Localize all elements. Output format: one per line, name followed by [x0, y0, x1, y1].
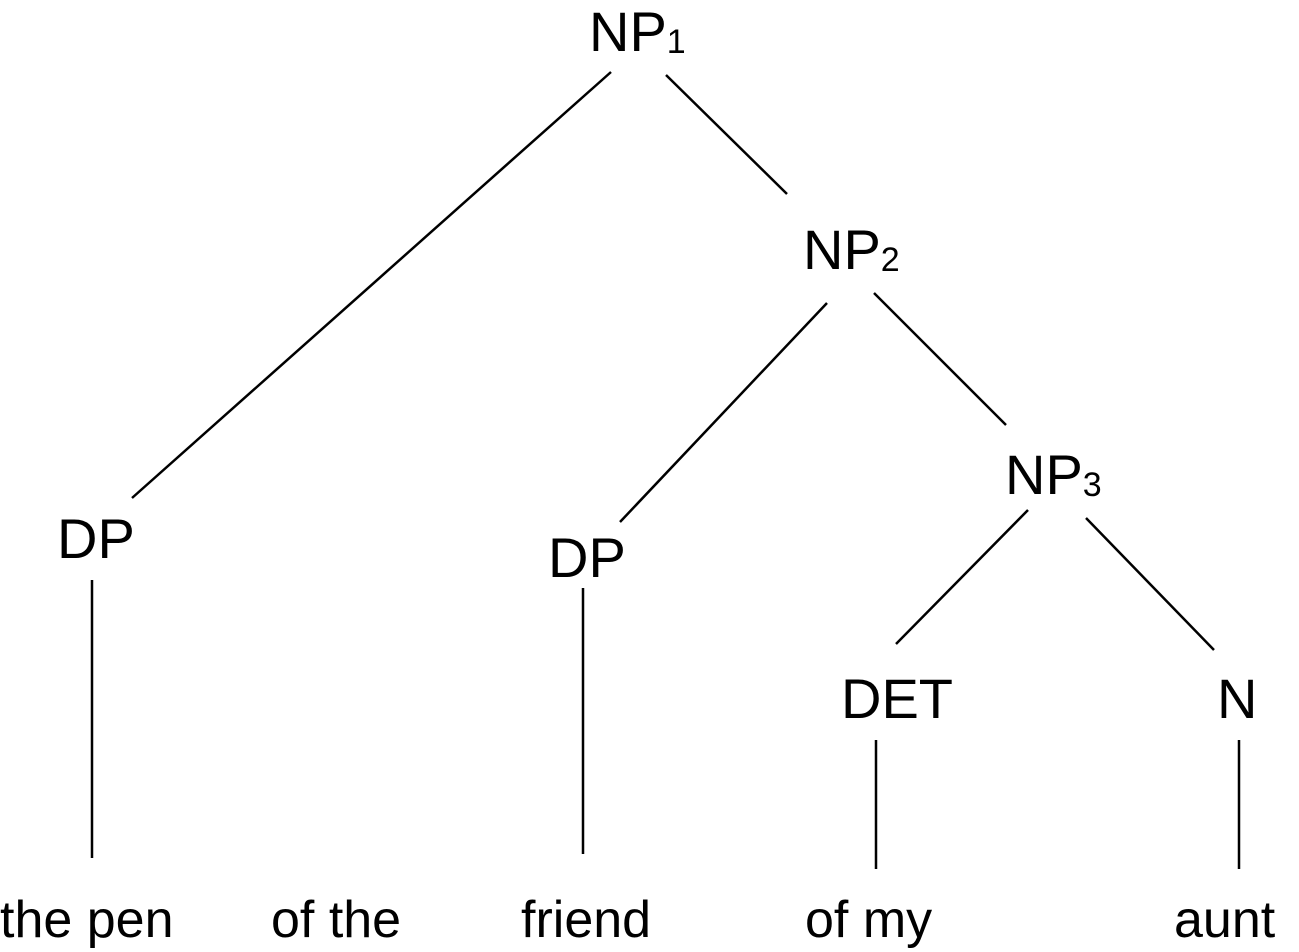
node-np3: NP3: [1005, 447, 1102, 503]
word-the-pen: the pen: [0, 891, 174, 949]
node-n-label: N: [1217, 667, 1258, 730]
node-np1: NP1: [589, 4, 686, 60]
node-np2-label: NP: [803, 218, 881, 281]
edge-np1-np2: [665, 74, 788, 195]
node-det-label: DET: [841, 667, 953, 730]
node-np2-subscript: 2: [880, 241, 900, 279]
word-aunt: aunt: [1174, 891, 1276, 949]
node-dp2: DP: [548, 530, 626, 586]
node-dp1-label: DP: [57, 507, 135, 570]
node-np1-label: NP: [589, 0, 667, 63]
node-n: N: [1217, 671, 1257, 727]
word-friend: friend: [521, 891, 652, 949]
node-np2: NP2: [803, 222, 900, 278]
node-dp1: DP: [57, 511, 135, 567]
node-np1-subscript: 1: [666, 23, 686, 61]
edge-np2-np3: [873, 292, 1007, 426]
edge-np2-dp2: [619, 302, 828, 523]
word-of-my: of my: [805, 891, 933, 949]
node-det: DET: [841, 671, 953, 727]
node-np3-subscript: 3: [1082, 466, 1102, 504]
node-np3-label: NP: [1005, 443, 1083, 506]
edge-np3-n: [1085, 517, 1215, 651]
edge-np3-det: [895, 509, 1029, 645]
edge-np1-dp1: [131, 71, 612, 499]
node-dp2-label: DP: [548, 526, 626, 589]
word-of-the: of the: [271, 891, 402, 949]
